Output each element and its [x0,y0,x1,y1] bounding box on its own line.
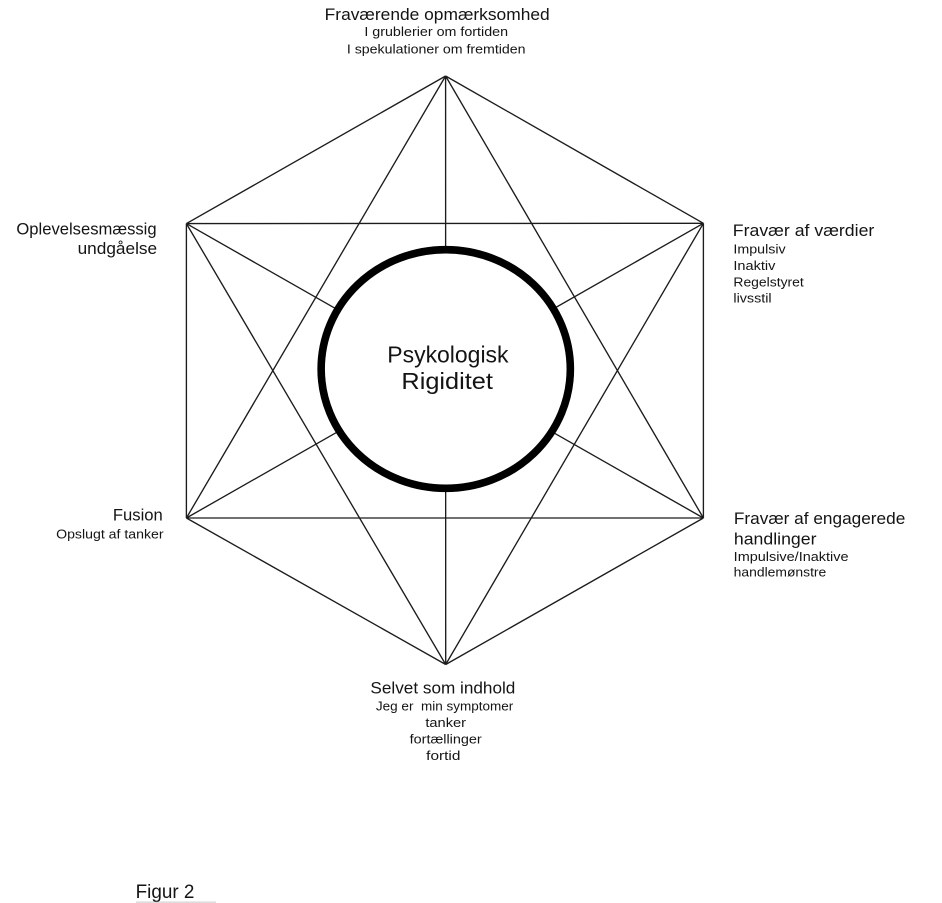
svg-text:Jeg er min symptomer: Jeg er min symptomer [376,699,514,714]
svg-text:Inaktiv: Inaktiv [733,258,776,273]
svg-text:handlinger: handlinger [734,530,817,549]
svg-text:Fravær af værdier: Fravær af værdier [733,221,875,240]
svg-text:fortællinger: fortællinger [410,732,483,747]
svg-text:undgåelse: undgåelse [78,239,158,258]
svg-text:Fusion: Fusion [113,505,163,524]
svg-text:Regelstyret: Regelstyret [733,274,804,289]
svg-text:Oplevelsesmæssig: Oplevelsesmæssig [16,219,156,238]
svg-text:fortid: fortid [426,748,460,763]
svg-text:Opslugt af tanker: Opslugt af tanker [56,526,164,541]
svg-text:handlemønstre: handlemønstre [734,565,827,580]
svg-text:Impulsive/Inaktive: Impulsive/Inaktive [734,549,849,564]
svg-text:Fravær af engagerede: Fravær af engagerede [734,509,905,528]
svg-text:Selvet som indhold: Selvet som indhold [370,679,515,698]
svg-text:Impulsiv: Impulsiv [733,242,786,257]
svg-text:livsstil: livsstil [733,291,771,306]
svg-text:Psykologisk: Psykologisk [387,342,508,368]
svg-text:I spekulationer om fremtiden: I spekulationer om fremtiden [347,42,526,57]
svg-text:Figur 2: Figur 2 [136,882,195,903]
svg-text:Fraværende opmærksomhed: Fraværende opmærksomhed [325,5,550,24]
svg-text:Rigiditet: Rigiditet [401,368,493,394]
svg-text:tanker: tanker [425,715,467,730]
svg-text:I grublerier om fortiden: I grublerier om fortiden [364,24,508,39]
